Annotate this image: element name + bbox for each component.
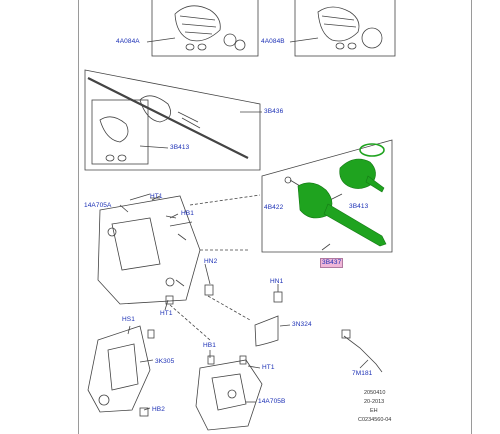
callout-3n324[interactable]: 3N324 — [292, 321, 312, 328]
boot-kit-outer-box — [294, 0, 396, 57]
highlighted-shaft-shape — [297, 143, 387, 247]
doc-info-line4: C0234560-04 — [358, 417, 392, 423]
callout-hb2[interactable]: HB2 — [152, 406, 165, 413]
boot-kit-inner-box — [151, 0, 259, 57]
doc-info-line2: 20-2013 — [364, 399, 385, 405]
callout-ht1-a[interactable]: HT1 — [150, 193, 163, 200]
callout-hn2[interactable]: HN2 — [204, 258, 218, 265]
callout-3b413-right[interactable]: 3B413 — [349, 203, 369, 210]
callout-3b413-left[interactable]: 3B413 — [170, 144, 190, 151]
doc-info-line1: 2050410 — [364, 390, 386, 396]
callout-4a084a[interactable]: 4A084A — [116, 38, 140, 45]
callout-14a705a[interactable]: 14A705A — [84, 202, 112, 209]
callout-hb1-b[interactable]: HB1 — [203, 342, 216, 349]
doc-info-line3: EH — [370, 408, 378, 414]
callout-3b436[interactable]: 3B436 — [264, 108, 284, 115]
callout-3k305[interactable]: 3K305 — [155, 358, 175, 365]
callout-4a084b[interactable]: 4A084B — [261, 38, 285, 45]
callout-hn1[interactable]: HN1 — [270, 278, 284, 285]
callout-hb1-a[interactable]: HB1 — [181, 210, 194, 217]
callout-hs1[interactable]: HS1 — [122, 316, 135, 323]
callout-3b437-highlighted[interactable]: 3B437 — [320, 258, 344, 268]
callout-7m181[interactable]: 7M181 — [352, 370, 373, 377]
diagram-frame — [78, 0, 472, 434]
callout-4b422[interactable]: 4B422 — [264, 204, 284, 211]
callout-ht1-c[interactable]: HT1 — [262, 364, 275, 371]
callout-14a705b[interactable]: 14A705B — [258, 398, 286, 405]
callout-ht1-b[interactable]: HT1 — [160, 310, 173, 317]
